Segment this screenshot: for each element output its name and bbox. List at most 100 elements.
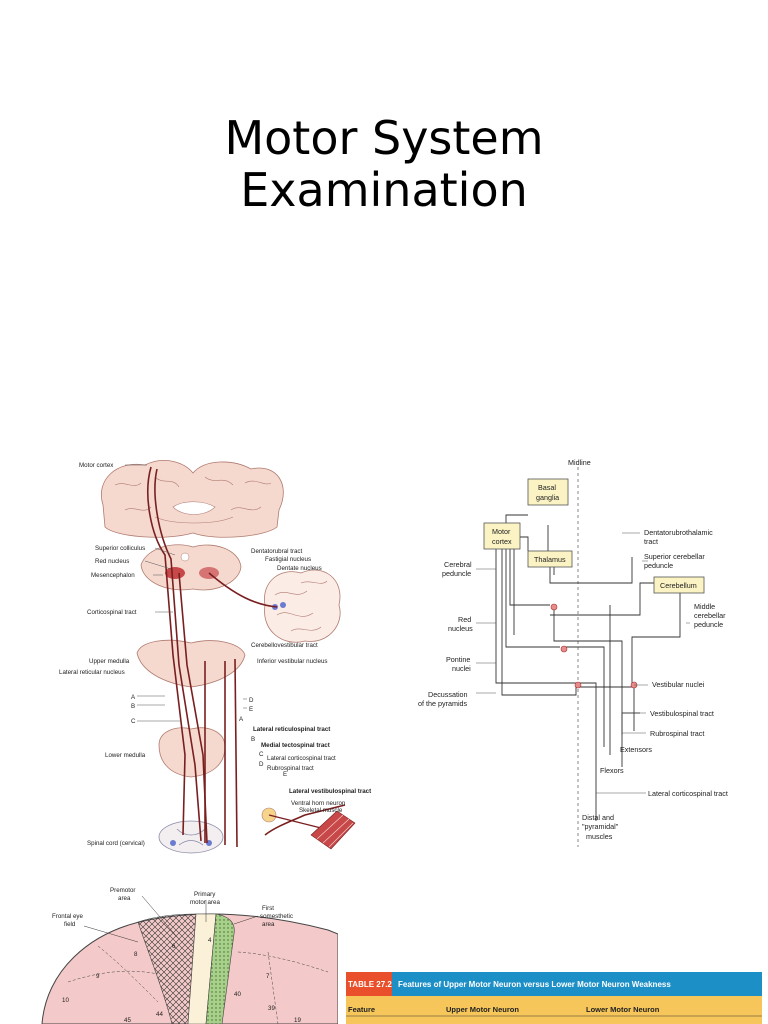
box-basal-ganglia: Basal ganglia [527, 478, 569, 506]
label-e-right: E [249, 706, 253, 713]
motor-neuron-table-fragment: TABLE 27.2 Features of Upper Motor Neuro… [346, 972, 762, 1024]
title-line-1: Motor System [224, 111, 544, 165]
label-lateral-reticulospinal-tract: Lateral reticulospinal tract [253, 726, 330, 733]
label-flexors: Flexors [600, 766, 624, 775]
table-col-upper: Upper Motor Neuron [446, 1005, 519, 1014]
label-cerebral-peduncle-1: Cerebral [444, 560, 472, 569]
label-dentatorubral-tract: Dentatorubral tract [251, 548, 303, 555]
diagram-leader-lines [476, 532, 690, 794]
area-number-9: 9 [96, 973, 100, 980]
label-b-left: B [131, 703, 135, 710]
label-distal-1: Distal and [582, 813, 614, 822]
label-lateral-corticospinal-tract: Lateral corticospinal tract [267, 755, 336, 762]
somesthetic-area-dotted [205, 913, 235, 1024]
label-red-nucleus-2: nucleus [448, 624, 473, 633]
diagram-wiring [495, 514, 681, 821]
box-motor-cortex-line1: Motor [492, 527, 511, 536]
label-mesencephalon: Mesencephalon [91, 572, 135, 579]
label-d-tract: D [259, 761, 264, 768]
table-caption: Features of Upper Motor Neuron versus Lo… [398, 980, 671, 989]
box-cerebellum-label: Cerebellum [660, 581, 697, 590]
ventral-horn-neuron-illustration [261, 807, 326, 830]
label-lateral-vestibulospinal-tract: Lateral vestibulospinal tract [289, 788, 371, 795]
label-primary-2: motor area [190, 899, 220, 906]
cortex-area-borders [67, 945, 329, 1024]
label-dentate-nucleus: Dentate nucleus [277, 565, 322, 572]
label-pontine-nuclei-2: nuclei [452, 664, 471, 673]
label-rubrospinal-tract: Rubrospinal tract [650, 729, 704, 738]
table-column-band [346, 996, 762, 1024]
label-upper-medulla: Upper medulla [89, 658, 130, 665]
label-lateral-reticular-nucleus: Lateral reticular nucleus [59, 669, 125, 676]
label-distal-3: muscles [586, 832, 613, 841]
diagram-synapse-markers [550, 603, 638, 689]
box-cerebellum: Cerebellum [653, 576, 705, 594]
box-motor-cortex: Motor cortex [483, 522, 521, 550]
area-number-39: 39 [268, 1005, 275, 1012]
label-corticospinal-tract: Corticospinal tract [87, 609, 137, 616]
label-decussation-2: of the pyramids [418, 699, 468, 708]
area-number-45: 45 [124, 1017, 131, 1024]
label-inferior-vestibular-nucleus: Inferior vestibular nucleus [257, 658, 328, 665]
box-basal-ganglia-line1: Basal [538, 483, 556, 492]
label-c-tract: C [259, 751, 264, 758]
box-thalamus-label: Thalamus [534, 555, 566, 564]
label-vestibulospinal-tract: Vestibulospinal tract [650, 709, 714, 718]
label-cerebral-peduncle-2: peduncle [442, 569, 471, 578]
upper-medulla-illustration [136, 639, 246, 688]
label-middle-cerebellar-2: cerebellar [694, 611, 726, 620]
label-fastigial-nucleus: Fastigial nucleus [265, 556, 311, 563]
table-header-bar [346, 972, 762, 996]
primary-motor-area [187, 913, 217, 1024]
cerebellum-illustration [264, 569, 341, 643]
area-number-10: 10 [62, 997, 69, 1004]
label-spinal-cord-cervical: Spinal cord (cervical) [87, 840, 145, 847]
label-vestibular-nuclei: Vestibular nuclei [652, 680, 705, 689]
cerebrum-illustration [101, 460, 284, 538]
label-frontal-eye-2: field [64, 921, 76, 928]
label-c-left: C [131, 718, 136, 725]
label-ventral-horn-neuron: Ventral horn neuron [291, 800, 346, 807]
label-skeletal-muscle: Skeletal muscle [299, 807, 343, 814]
label-superior-cerebellar-2: peduncle [644, 561, 673, 570]
label-pontine-nuclei-1: Pontine [446, 655, 470, 664]
motor-pathway-anatomy-figure: Motor cortex Superior colliculus Red nuc… [59, 460, 371, 854]
label-first-somesthetic-1: First [262, 905, 274, 912]
label-motor-cortex: Motor cortex [79, 462, 114, 469]
slide-title: Motor System Examination [0, 112, 768, 216]
table-col-feature: Feature [348, 1005, 375, 1014]
label-extensors: Extensors [620, 745, 652, 754]
label-leader-lines [125, 464, 247, 722]
label-b-tract: B [251, 736, 255, 743]
label-superior-colliculus: Superior colliculus [95, 545, 145, 552]
label-d-right: D [249, 697, 254, 704]
cortex-leader-lines [83, 895, 259, 943]
skeletal-muscle-illustration [310, 810, 356, 850]
table-col-lower: Lower Motor Neuron [586, 1005, 660, 1014]
motor-pathway-block-diagram: Midline Basal ganglia Motor cortex [418, 458, 728, 847]
table-number-tab [346, 972, 392, 996]
label-a-tract: A [239, 716, 244, 723]
label-midline: Midline [568, 458, 591, 467]
label-first-somesthetic-3: area [262, 921, 275, 928]
area-number-40: 40 [234, 991, 241, 998]
label-lateral-corticospinal-tract: Lateral corticospinal tract [648, 789, 728, 798]
label-lower-medulla: Lower medulla [105, 752, 146, 759]
label-distal-2: "pyramidal" [582, 822, 619, 831]
area-number-19: 19 [294, 1017, 301, 1024]
label-dentatorubrothalamic-1: Dentatorubrothalamic [644, 528, 713, 537]
mesencephalon-illustration [140, 544, 242, 591]
box-motor-cortex-line2: cortex [492, 537, 512, 546]
area-number-8: 8 [134, 951, 138, 958]
lower-medulla-illustration [158, 727, 226, 778]
area-number-44: 44 [156, 1011, 163, 1018]
area-number-6: 6 [172, 943, 176, 950]
label-rubrospinal-tract: Rubrospinal tract [267, 765, 314, 772]
label-dentatorubrothalamic-2: tract [644, 537, 658, 546]
label-e-tract: E [283, 771, 287, 778]
tract-lines [147, 466, 346, 848]
title-line-2: Examination [240, 163, 528, 217]
label-frontal-eye-1: Frontal eye [52, 913, 84, 920]
area-number-4: 4 [208, 937, 212, 944]
label-middle-cerebellar-1: Middle [694, 602, 715, 611]
